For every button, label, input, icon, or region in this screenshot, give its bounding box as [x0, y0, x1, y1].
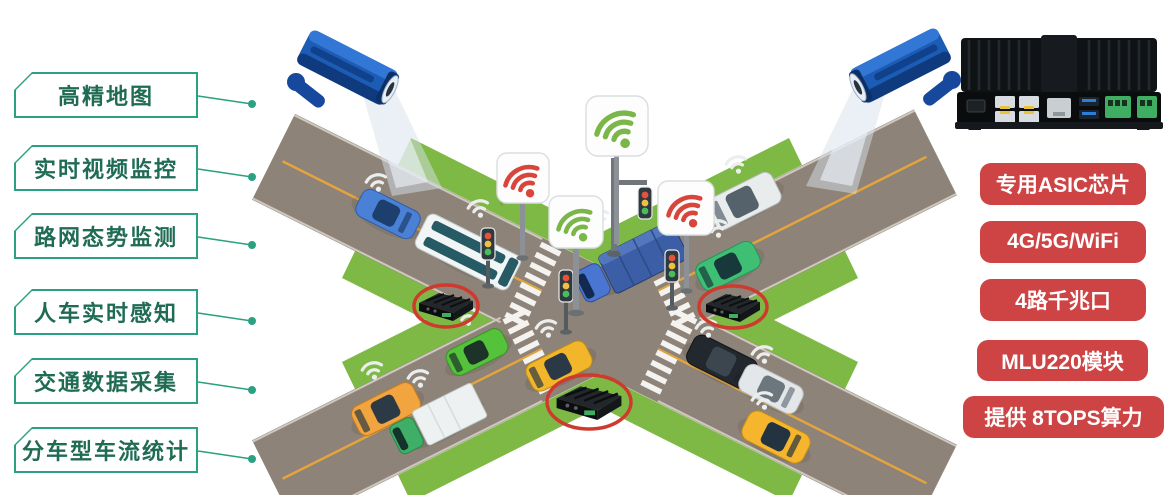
vehicle-orange-suv [351, 382, 425, 436]
terminal-blocks [1105, 96, 1157, 118]
edge-ai-box-image [955, 35, 1163, 130]
edge-device-left [412, 283, 480, 329]
vehicle-yellow-car [737, 410, 811, 464]
vehicle-green-sports-car [445, 328, 513, 377]
feature-label: 分车型车流统计 [21, 439, 190, 464]
feature-box-road-network: 路网态势监测 [14, 213, 198, 259]
feature-box-traffic-data: 交通数据采集 [14, 358, 198, 404]
feature-box-hd-map: 高精地图 [14, 72, 198, 118]
feature-label: 人车实时感知 [33, 301, 178, 326]
vehicle-white-van [706, 171, 784, 231]
highlight-circle [697, 284, 769, 330]
spec-label: MLU220模块 [1001, 350, 1124, 374]
feature-label: 实时视频监控 [33, 157, 178, 182]
ethernet-ports [995, 96, 1071, 123]
spec-label: 专用ASIC芯片 [995, 174, 1131, 197]
vehicle-blue-car [351, 188, 421, 240]
feature-box-realtime-perception: 人车实时感知 [14, 289, 198, 335]
wifi-sign-green-top [585, 95, 649, 244]
wifi-sign-green-mid [548, 195, 604, 317]
feature-label: 路网态势监测 [33, 225, 178, 250]
spec-badge-connectivity: 4G/5G/WiFi [980, 221, 1146, 263]
edge-devices [412, 283, 769, 431]
spec-badge-asic: 专用ASIC芯片 [980, 163, 1146, 205]
spec-label: 4路千兆口 [1015, 290, 1111, 313]
edge-device-right [697, 284, 769, 330]
spec-badge-gigabit-ports: 4路千兆口 [980, 279, 1146, 321]
feature-box-video-monitor: 实时视频监控 [14, 145, 198, 191]
wifi-sign-red-right [657, 180, 715, 294]
spec-label: 提供 8TOPS算力 [984, 407, 1143, 430]
wifi-signs [496, 95, 715, 317]
vehicle-green-car [695, 240, 765, 292]
vehicles [351, 153, 811, 464]
highlight-circle [412, 283, 480, 329]
spec-badge-tops: 提供 8TOPS算力 [963, 396, 1164, 438]
highlight-circle [545, 373, 633, 431]
spec-label: 4G/5G/WiFi [1007, 230, 1119, 253]
spec-badge-mlu220: MLU220模块 [977, 340, 1148, 381]
vehicle-white-bus [414, 213, 522, 291]
feature-label: 高精地图 [57, 84, 154, 109]
usb-ports [1079, 97, 1099, 119]
edge-device-bottom [545, 373, 633, 431]
traffic-lights [480, 227, 680, 335]
feature-box-vehicle-stats: 分车型车流统计 [14, 427, 198, 473]
feature-connectors [197, 95, 256, 463]
wifi-sign-red-left [496, 152, 549, 261]
feature-label: 交通数据采集 [33, 370, 178, 395]
vehicle-green-box-truck [389, 382, 488, 455]
